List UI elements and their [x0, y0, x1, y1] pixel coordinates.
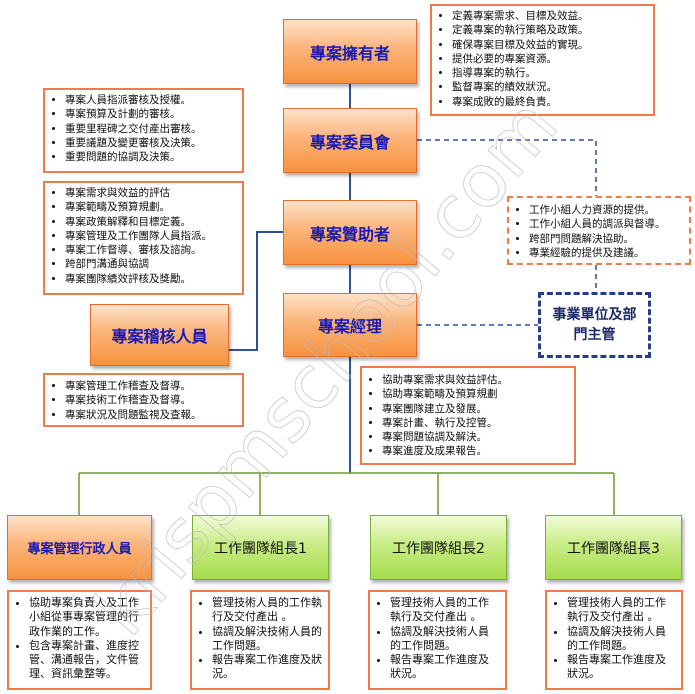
list-item: 管理技術人員的工作執行及交付產出 。 — [212, 596, 322, 625]
pm-duties: 協助專案需求與效益評估。 協助專案範疇及預算規劃 專案團隊建立及發展。 專案計畫… — [360, 366, 576, 465]
list-item: 定義專案的執行策略及政策。 — [452, 23, 647, 37]
list-item: 專案問題協調及解決。 — [382, 430, 568, 444]
team-lead-2-duties: 管理技術人員的工作執行及交付產出 。 協調及解決技術人員的工作問題。 報告專案工… — [368, 590, 507, 690]
list-item: 專案範疇及預算規劃。 — [65, 200, 236, 214]
list-item: 專案計畫、執行及控管。 — [382, 416, 568, 430]
list-item: 協調及解決技術人員的工作問題。 — [390, 625, 499, 654]
list-item: 專案需求與效益的評估 — [65, 186, 236, 200]
list-item: 專案團隊建立及發展。 — [382, 402, 568, 416]
business-unit-duties: 工作小組人力資源的提供。 工作小組人員的調派與督導。 跨部門問題解決協助。 專業… — [507, 196, 691, 265]
auditor-duties: 專案管理工作稽查及督導。 專案技術工作稽查及督導。 專案狀況及問題監視及查報。 — [43, 373, 244, 427]
team-lead-2-box: 工作團隊組長2 — [370, 515, 507, 580]
list-item: 監督專案的績效狀況。 — [452, 80, 647, 94]
list-item: 專案技術工作稽查及督導。 — [65, 393, 236, 407]
sponsor-duties: 專案需求與效益的評估 專案範疇及預算規劃。 專案政策解釋和目標定義。 專案管理及… — [43, 181, 244, 295]
list-item: 管理技術人員的工作執行及交付產出 。 — [567, 596, 675, 625]
list-item: 確保專案目標及效益的實現。 — [452, 38, 647, 52]
list-item: 提供必要的專案資源。 — [452, 52, 647, 66]
list-item: 管理技術人員的工作執行及交付產出 。 — [390, 596, 499, 625]
list-item: 協調及解決技術人員的工作問題。 — [212, 625, 322, 654]
list-item: 跨部門問題解決協助。 — [529, 232, 683, 246]
admin-duties: 協助專案負責人及工作小組從事專案管理的行政作業的工作。 包含專案計畫、進度控管、… — [7, 590, 152, 690]
list-item: 專案人員指派審核及授權。 — [65, 93, 236, 107]
list-item: 專案預算及計劃的審核。 — [65, 107, 236, 121]
team-lead-3-duties: 管理技術人員的工作執行及交付產出 。 協調及解決技術人員的工作問題。 報告專案工… — [545, 590, 683, 690]
owner-box: 專案擁有者 — [283, 19, 417, 84]
team-lead-1-box: 工作團隊組長1 — [192, 515, 329, 580]
list-item: 專案工作督導、審核及諮詢。 — [65, 243, 236, 257]
list-item: 重要議題及變更審核及決策。 — [65, 136, 236, 150]
committee-box: 專案委員會 — [283, 108, 417, 173]
admin-box: 專案管理行政人員 — [7, 515, 152, 580]
list-item: 協調及解決技術人員的工作問題。 — [567, 625, 675, 654]
list-item: 報告專案工作進度及狀況。 — [212, 653, 322, 682]
list-item: 工作小組人力資源的提供。 — [529, 203, 683, 217]
pm-box: 專案經理 — [283, 293, 417, 357]
business-unit-box: 事業單位及部門主管 — [538, 292, 651, 358]
list-item: 協助專案負責人及工作小組從事專案管理的行政作業的工作。 — [29, 596, 144, 639]
list-item: 報告專案工作進度及狀況。 — [567, 653, 675, 682]
list-item: 報告專案工作進度及狀況。 — [390, 653, 499, 682]
list-item: 專案成敗的最終負責。 — [452, 95, 647, 109]
list-item: 專案政策解釋和目標定義。 — [65, 215, 236, 229]
team-lead-3-box: 工作團隊組長3 — [545, 515, 682, 580]
list-item: 跨部門溝通與協調 — [65, 257, 236, 271]
list-item: 重要問題的協調及決策。 — [65, 150, 236, 164]
committee-business-dashed-line — [417, 139, 597, 196]
list-item: 專案狀況及問題監視及查報。 — [65, 408, 236, 422]
list-item: 工作小組人員的調派與督導。 — [529, 217, 683, 231]
list-item: 指導專案的執行。 — [452, 66, 647, 80]
team-branch-lines — [78, 472, 615, 515]
list-item: 協助專案需求與效益評估。 — [382, 373, 568, 387]
sponsor-box: 專案贊助者 — [283, 200, 417, 265]
auditor-box: 專案稽核人員 — [90, 304, 229, 366]
list-item: 專案管理及工作團隊人員指派。 — [65, 229, 236, 243]
owner-duties: 定義專案需求、目標及效益。 定義專案的執行策略及政策。 確保專案目標及效益的實現… — [430, 4, 655, 116]
list-item: 專案管理工作稽查及督導。 — [65, 379, 236, 393]
list-item: 專案團隊績效評核及獎勵。 — [65, 272, 236, 286]
list-item: 重要里程碑之交付產出審核。 — [65, 122, 236, 136]
list-item: 專案進度及成果報告。 — [382, 444, 568, 458]
list-item: 專業經驗的提供及建議。 — [529, 246, 683, 260]
list-item: 包含專案計畫、進度控管、溝通報告，文件管理、資訊彙整等。 — [29, 639, 144, 682]
sponsor-auditor-line — [229, 231, 283, 351]
team-lead-1-duties: 管理技術人員的工作執行及交付產出 。 協調及解決技術人員的工作問題。 報告專案工… — [190, 590, 330, 690]
list-item: 協助專案範疇及預算規劃 — [382, 387, 568, 401]
list-item: 定義專案需求、目標及效益。 — [452, 9, 647, 23]
committee-duties: 專案人員指派審核及授權。 專案預算及計劃的審核。 重要里程碑之交付產出審核。 重… — [43, 88, 244, 173]
